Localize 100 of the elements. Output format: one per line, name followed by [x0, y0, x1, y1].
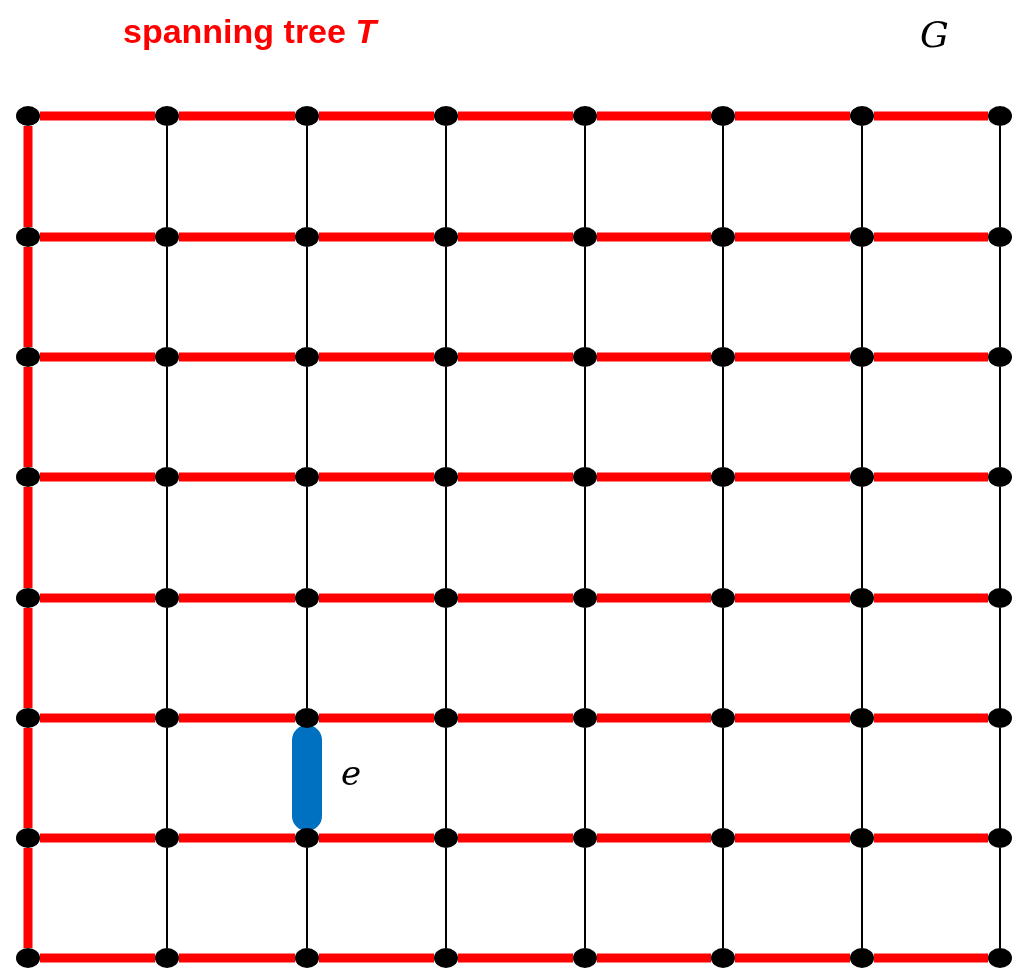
graph-edge: [458, 593, 573, 603]
graph-edge: [597, 833, 711, 843]
vertex-dot: [711, 588, 735, 608]
vertex-dot: [434, 347, 458, 367]
graph-edge: [445, 607, 447, 709]
graph-edge: [584, 486, 586, 589]
vertex-dot: [850, 708, 874, 728]
vertex-dot: [573, 467, 597, 487]
vertex-dot: [295, 828, 319, 848]
graph-edge: [735, 833, 850, 843]
vertex-dot: [850, 347, 874, 367]
graph-edge: [999, 246, 1001, 348]
vertex-dot: [16, 948, 40, 968]
graph-edge: [597, 593, 711, 603]
vertex-dot: [988, 467, 1012, 487]
graph-edge: [445, 246, 447, 348]
graph-edge: [597, 352, 711, 362]
vertex-dot: [850, 467, 874, 487]
graph-edge: [40, 111, 155, 121]
graph-edge: [458, 953, 573, 963]
graph-edge: [40, 953, 155, 963]
graph-edge: [319, 713, 434, 723]
graph-edge: [999, 727, 1001, 829]
vertex-dot: [988, 227, 1012, 247]
graph-edge: [861, 486, 863, 589]
vertex-dot: [295, 588, 319, 608]
graph-edge: [23, 848, 33, 948]
graph-edge: [306, 246, 308, 348]
graph-edge: [179, 593, 295, 603]
vertex-dot: [434, 588, 458, 608]
graph-edge: [999, 366, 1001, 468]
vertex-dot: [434, 106, 458, 126]
graph-edge: [166, 727, 168, 829]
vertex-dot: [155, 828, 179, 848]
graph-edge: [292, 725, 322, 831]
graph-edge: [874, 953, 988, 963]
graph-edge: [179, 953, 295, 963]
vertex-dot: [16, 467, 40, 487]
graph-edge: [999, 847, 1001, 949]
vertex-dot: [573, 708, 597, 728]
graph-edge: [179, 232, 295, 242]
vertex-dot: [711, 347, 735, 367]
graph-edge: [23, 247, 33, 347]
graph-edge: [179, 472, 295, 482]
graph-edge: [584, 366, 586, 468]
vertex-dot: [434, 948, 458, 968]
graph-edge: [166, 607, 168, 709]
vertex-dot: [711, 467, 735, 487]
vertex-dot: [434, 227, 458, 247]
graph-edge: [306, 486, 308, 589]
graph-edge: [874, 833, 988, 843]
graph-edge: [735, 352, 850, 362]
graph-edge: [735, 232, 850, 242]
graph-edge: [23, 126, 33, 227]
graph-edge: [458, 232, 573, 242]
graph-edge: [584, 727, 586, 829]
graph-edge: [445, 727, 447, 829]
graph-edge: [584, 607, 586, 709]
graph-edge: [179, 833, 295, 843]
graph-edge: [735, 713, 850, 723]
vertex-dot: [295, 708, 319, 728]
vertex-dot: [155, 106, 179, 126]
graph-edge: [597, 472, 711, 482]
graph-edge: [445, 847, 447, 949]
graph-edge: [999, 125, 1001, 228]
vertex-dot: [16, 106, 40, 126]
graph-edge: [999, 486, 1001, 589]
vertex-dot: [295, 227, 319, 247]
graph-edge: [874, 232, 988, 242]
diagram-title: spanning tree T: [123, 12, 377, 51]
graph-edge: [597, 111, 711, 121]
graph-edge: [722, 847, 724, 949]
graph-edge: [23, 487, 33, 588]
vertex-dot: [988, 106, 1012, 126]
graph-edge: [166, 246, 168, 348]
vertex-dot: [573, 347, 597, 367]
vertex-dot: [16, 347, 40, 367]
vertex-dot: [16, 588, 40, 608]
graph-edge: [458, 833, 573, 843]
graph-edge: [40, 593, 155, 603]
graph-edge: [597, 953, 711, 963]
vertex-dot: [711, 106, 735, 126]
vertex-dot: [850, 588, 874, 608]
graph-edge: [319, 593, 434, 603]
graph-edge: [458, 352, 573, 362]
vertex-dot: [988, 347, 1012, 367]
vertex-dot: [573, 227, 597, 247]
graph-edge: [584, 125, 586, 228]
graph-edge: [40, 472, 155, 482]
graph-edge: [735, 111, 850, 121]
graph-edge: [722, 366, 724, 468]
graph-edge: [735, 472, 850, 482]
graph-edge: [319, 953, 434, 963]
graph-edge: [166, 366, 168, 468]
graph-edge: [445, 366, 447, 468]
graph-edge: [735, 953, 850, 963]
graph-edge: [179, 352, 295, 362]
vertex-dot: [434, 467, 458, 487]
vertex-dot: [573, 106, 597, 126]
vertex-dot: [850, 106, 874, 126]
